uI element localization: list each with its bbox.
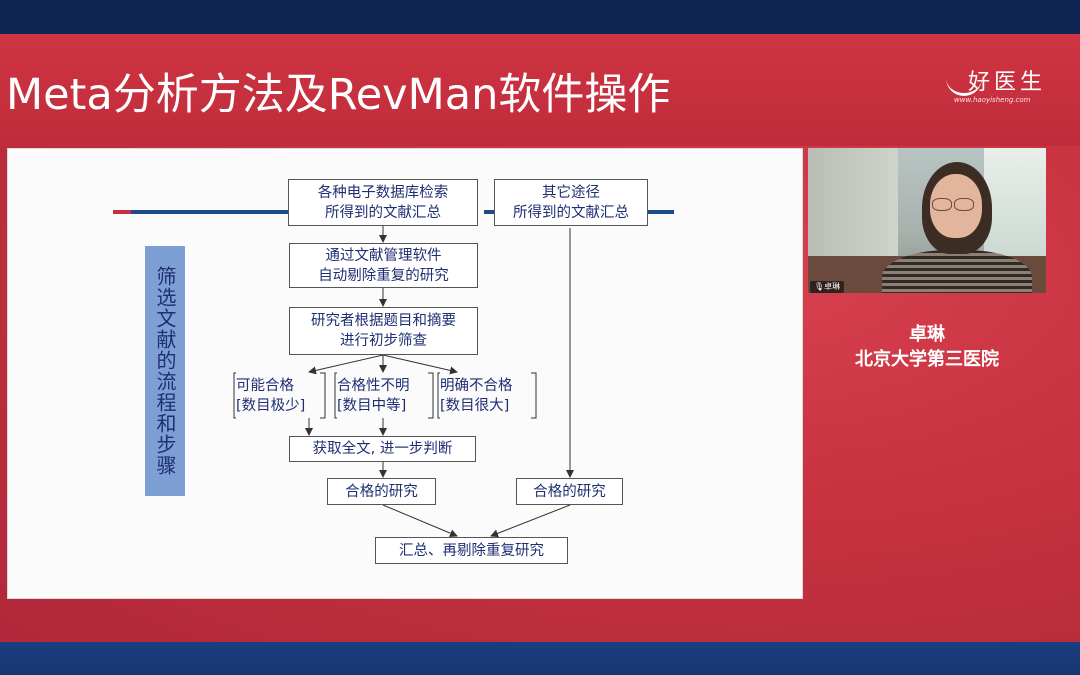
flow-box-fulltext: 获取全文, 进一步判断 xyxy=(289,436,476,462)
logo-url: www.haoyisheng.com xyxy=(954,96,1031,104)
flow-box-unclear: 合格性不明 [数目中等] xyxy=(337,377,410,414)
flow-box-dedupe: 通过文献管理软件 自动剔除重复的研究 xyxy=(289,243,478,288)
speaker-org: 北京大学第三医院 xyxy=(855,349,999,370)
bracket-lines xyxy=(233,372,537,419)
flow-box-eligible-right: 合格的研究 xyxy=(516,478,623,505)
top-letterbox xyxy=(0,0,1080,34)
flow-box-ineligible: 明确不合格 [数目很大] xyxy=(440,377,513,414)
bracket-unclear-right xyxy=(428,372,434,419)
speaker-name: 卓琳 xyxy=(909,324,945,345)
bracket-maybe-left xyxy=(233,372,236,419)
bracket-unclear-left xyxy=(334,372,337,419)
window-background xyxy=(984,148,1046,268)
glasses-icon xyxy=(932,196,980,211)
arrow-screening-to-ineligible xyxy=(382,354,458,375)
bracket-ineligible-right xyxy=(531,372,537,419)
flow-box-eligible-left: 合格的研究 xyxy=(327,478,436,505)
decor-bar-left xyxy=(113,210,293,214)
bracket-maybe-right xyxy=(320,372,326,419)
title-bar: Meta分析方法及RevMan软件操作 好医生 www.haoyisheng.c… xyxy=(0,34,1080,146)
flow-arrows xyxy=(305,226,574,538)
video-name-tag: 🎙卓琳 xyxy=(810,281,845,293)
logo-text: 好医生 xyxy=(968,70,1047,95)
flow-box-maybe: 可能合格 [数目极少] xyxy=(236,377,306,414)
bracket-ineligible-left xyxy=(437,372,440,419)
flow-box-screening: 研究者根据题目和摘要 进行初步筛查 xyxy=(289,307,478,355)
side-label: 筛选文献的流程和步骤 xyxy=(145,246,185,496)
arrow-right-to-final xyxy=(490,504,571,538)
flow-box-final: 汇总、再剔除重复研究 xyxy=(375,537,568,564)
logo-swoosh-icon xyxy=(946,78,982,96)
course-title: Meta分析方法及RevMan软件操作 xyxy=(6,70,671,120)
slide-canvas: 筛选文献的流程和步骤 各种电子数据库检索 所得到的文献汇总 其它途径 所得到的文… xyxy=(7,148,803,599)
mic-icon: 🎙 xyxy=(814,282,825,291)
flow-box-other-sources: 其它途径 所得到的文献汇总 xyxy=(494,179,648,226)
arrow-screening-to-maybe xyxy=(308,354,384,375)
arrow-left-to-final xyxy=(382,504,458,537)
speaker-body xyxy=(882,250,1032,293)
decor-bar-mid xyxy=(484,210,494,214)
bottom-band xyxy=(0,642,1080,675)
flow-box-db-search: 各种电子数据库检索 所得到的文献汇总 xyxy=(288,179,478,226)
decor-bar-right xyxy=(648,210,674,214)
speaker-video: 🎙卓琳 xyxy=(808,148,1046,293)
brand-logo: 好医生 www.haoyisheng.com xyxy=(946,64,1056,114)
